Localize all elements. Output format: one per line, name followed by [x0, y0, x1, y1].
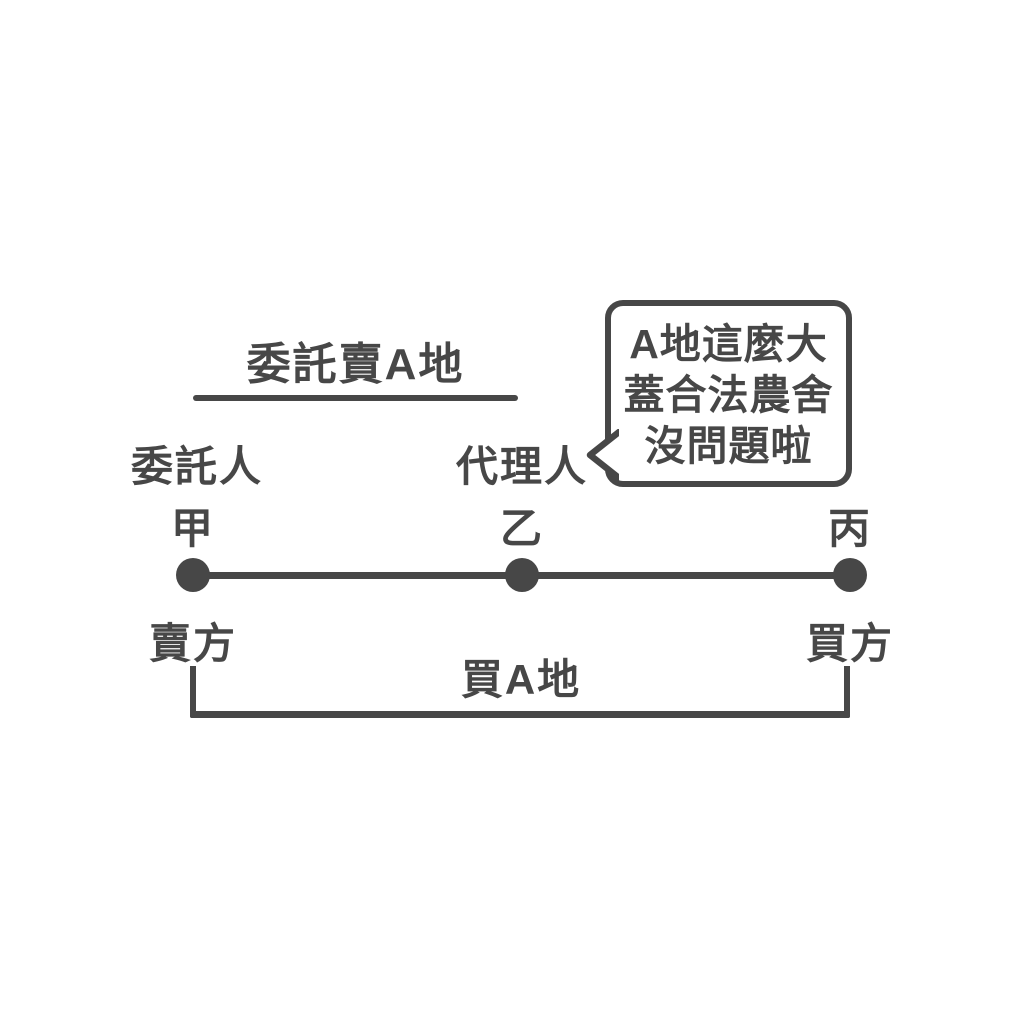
speech-bubble-line-1: A地這麼大 — [629, 321, 828, 367]
party-a-label: 甲 — [170, 505, 215, 552]
speech-bubble-tail-icon — [586, 429, 619, 481]
node-dot-party-b — [505, 558, 539, 592]
agent-role-label: 代理人 — [455, 443, 588, 490]
node-dot-party-a — [176, 558, 210, 592]
mandate-line — [193, 395, 518, 401]
buyer-label: 買方 — [805, 620, 894, 667]
purchase-bracket — [190, 666, 850, 718]
principal-role-label: 委託人 — [130, 443, 263, 490]
mandate-label: 委託賣A地 — [246, 340, 465, 389]
party-b-label: 乙 — [499, 505, 544, 552]
speech-bubble: A地這麼大 蓋合法農舍 沒問題啦 — [605, 300, 852, 487]
seller-label: 賣方 — [148, 620, 237, 667]
speech-bubble-line-2: 蓋合法農舍 — [623, 372, 834, 418]
speech-bubble-line-3: 沒問題啦 — [644, 423, 813, 469]
node-dot-party-c — [833, 558, 867, 592]
party-c-label: 丙 — [827, 505, 872, 552]
transaction-label: 買A地 — [460, 656, 582, 703]
